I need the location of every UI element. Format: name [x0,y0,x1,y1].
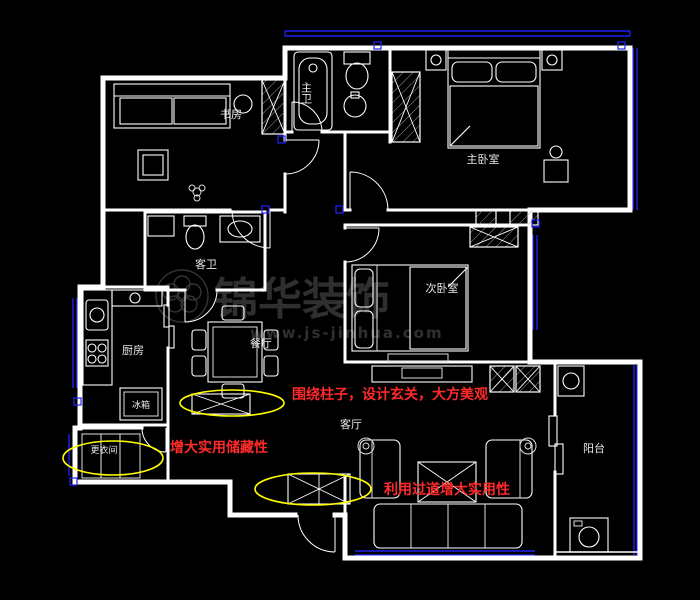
master-bath-fixtures [293,51,371,131]
axis-markers [69,41,626,486]
guest-toilet [183,215,207,250]
wardrobes-and-columns [81,71,541,505]
master-bedroom-door [349,171,389,211]
nightstand-left [425,49,447,71]
label-balcony: 阳台 [583,441,605,455]
balcony-sink [557,365,585,397]
highlight-corridor-storage [254,472,372,506]
kitchen-sliding-door [163,304,175,349]
dining-table [207,321,263,383]
axis-marker [73,397,82,406]
guest-bath-sink [219,215,261,243]
axis-marker [277,135,286,144]
label-master-bedroom: 主卧室 [467,152,500,166]
highlight-ellipses [62,389,372,506]
label-dining: 餐厅 [250,336,272,350]
windows [68,30,638,556]
kitchen-counter [82,289,113,386]
label-master-bath: 主卫 [300,82,313,104]
axis-marker [531,219,540,228]
highlight-entry-cabinet [179,389,285,417]
label-kitchen: 厨房 [122,344,144,357]
label-fridge: 冰箱 [132,399,150,411]
watermark-name: 锦华装饰 [214,274,390,325]
master-bed [447,49,541,149]
tv-cabinet [371,365,473,383]
master-wardrobe [391,71,421,143]
toilet [343,51,371,90]
bedroom-dresser [543,145,569,183]
living-room-furniture [357,365,537,549]
watermark: 锦华装饰 www.js-jinhua.com [155,269,444,342]
second-bedroom-wardrobe [469,226,519,248]
corridor-door [284,139,320,175]
guest-bath-fixtures [147,215,261,250]
plant-right [519,437,537,455]
hallway-plant-icon [188,184,206,202]
entry-door [297,514,336,553]
study-wardrobe [261,79,286,135]
label-second-bedroom: 次卧室 [426,281,459,295]
corridor-storage-cabinet [287,473,351,505]
second-bed [351,264,469,352]
label-guest-bath: 客卫 [195,257,217,271]
study-furniture [113,83,253,202]
axis-marker [617,41,626,50]
label-dressing: 更衣间 [90,444,117,456]
bath-sink [343,91,367,118]
note-corridor-use: 利用过道增大实用性 [384,481,510,498]
axis-marker [69,477,78,486]
sofa [373,503,523,549]
balcony-sliding-door [548,415,564,475]
column-3 [489,365,515,393]
guest-bath-door [184,289,218,323]
bathtub [293,51,333,131]
washing-machine [569,517,609,553]
kitchen-sink [85,299,109,331]
axis-marker [261,205,270,214]
balcony-fixtures [557,365,609,553]
column-2 [509,209,539,226]
dressing-door [141,427,167,453]
armchair-left [359,439,401,499]
note-storage: 增大实用储藏性 [170,439,268,456]
bath-cabinet [147,215,175,237]
tv-stand-bedroom [387,353,449,363]
column-1 [475,209,497,226]
coffee-table [417,461,477,503]
note-entry-design: 围绕柱子，设计玄关，大方美观 [292,386,488,403]
kitchen-fixtures [82,289,163,421]
armchair-right [485,439,533,499]
highlight-dressing-room [62,440,164,476]
axis-marker [373,41,382,50]
nightstand-right [541,49,563,71]
axis-marker [335,205,344,214]
plant-left [357,437,375,455]
second-bedroom-door [344,227,380,263]
master-bath-door [291,101,323,133]
column-4 [515,365,541,393]
entry-console-cabinet [191,393,251,415]
label-living: 客厅 [340,417,362,431]
master-bedroom-furniture [425,49,569,183]
second-bedroom-furniture [351,264,469,363]
stove [85,339,109,367]
room-labels: 书房 主卫 主卧室 客卫 厨房 冰箱 餐厅 次卧室 客厅 阳台 更衣间 [90,82,605,456]
label-study: 书房 [220,108,242,121]
watermark-url: www.js-jinhua.com [250,324,444,342]
doors [141,101,564,553]
fridge [119,387,163,421]
annotation-notes: 围绕柱子，设计玄关，大方美观 增大实用储藏性 利用过道增大实用性 [170,386,510,498]
